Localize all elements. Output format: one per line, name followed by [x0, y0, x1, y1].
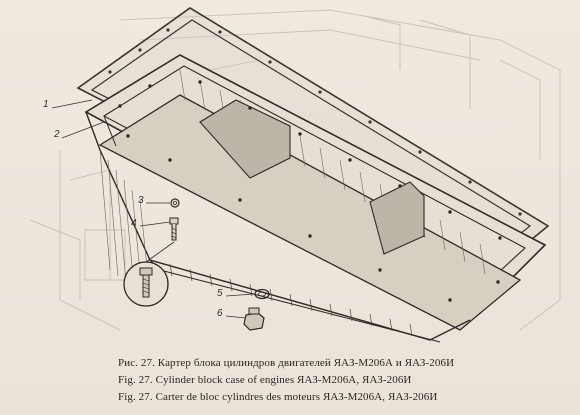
- callout-3-label: 3: [138, 195, 144, 206]
- oil-pan-part-2: [84, 54, 547, 343]
- caption-french: Fig. 27. Carter de bloc cylindres des mo…: [118, 391, 438, 403]
- bolt-part-4: [169, 217, 179, 241]
- gasket-ring-part-5: [254, 288, 270, 300]
- washer-part-3: [170, 198, 180, 208]
- callout-1-label: 1: [43, 99, 49, 110]
- callout-2-label: 2: [54, 129, 60, 140]
- callout-6-label: 6: [217, 308, 223, 319]
- callout-5-label: 5: [217, 288, 223, 299]
- callout-leaders: [51, 99, 255, 319]
- pan-flange-bolt-holes: [118, 80, 502, 302]
- figure-caption: Рис. 27. Картер блока цилиндров двигател…: [118, 355, 568, 406]
- callout-4-label: 4: [131, 218, 137, 229]
- background-engine-ghost: [29, 9, 561, 331]
- drain-plug-part-6: [243, 307, 265, 331]
- caption-english: Fig. 27. Cylinder block case of engines …: [118, 374, 412, 386]
- pan-outer-fins: [169, 263, 413, 337]
- caption-russian: Рис. 27. Картер блока цилиндров двигател…: [118, 357, 455, 369]
- bolt-detail-inset: [123, 241, 175, 307]
- oil-pan-exploded-drawing: [29, 7, 561, 343]
